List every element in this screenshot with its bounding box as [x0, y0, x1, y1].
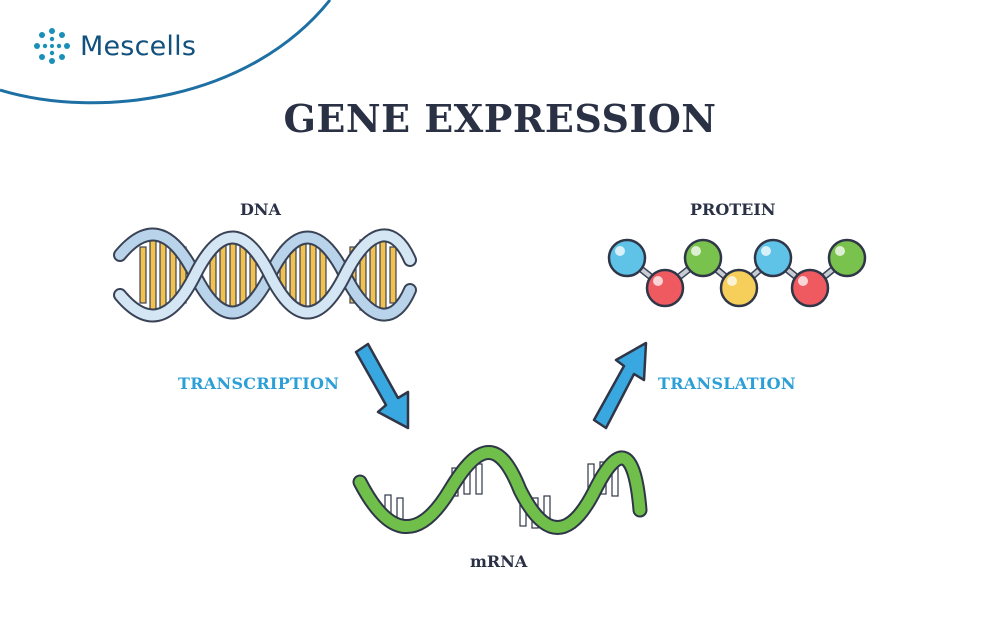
translation-arrow-icon	[592, 341, 648, 430]
dna-label: DNA	[240, 200, 281, 219]
brand-name: Mescells	[80, 30, 197, 62]
mrna-label: mRNA	[470, 552, 528, 571]
transcription-label: TRANSCRIPTION	[178, 374, 340, 393]
protein-label: PROTEIN	[690, 200, 776, 219]
protein-chain-icon	[607, 238, 867, 308]
translation-label: TRANSLATION	[658, 374, 796, 393]
transcription-arrow-icon	[354, 342, 410, 430]
corner-arc-decoration	[0, 0, 332, 105]
page-title: GENE EXPRESSION	[283, 96, 717, 141]
cell-cluster-icon	[34, 28, 70, 64]
brand-logo: Mescells	[32, 26, 196, 66]
dna-helix-icon	[113, 227, 417, 323]
mrna-strand-icon	[352, 445, 648, 535]
